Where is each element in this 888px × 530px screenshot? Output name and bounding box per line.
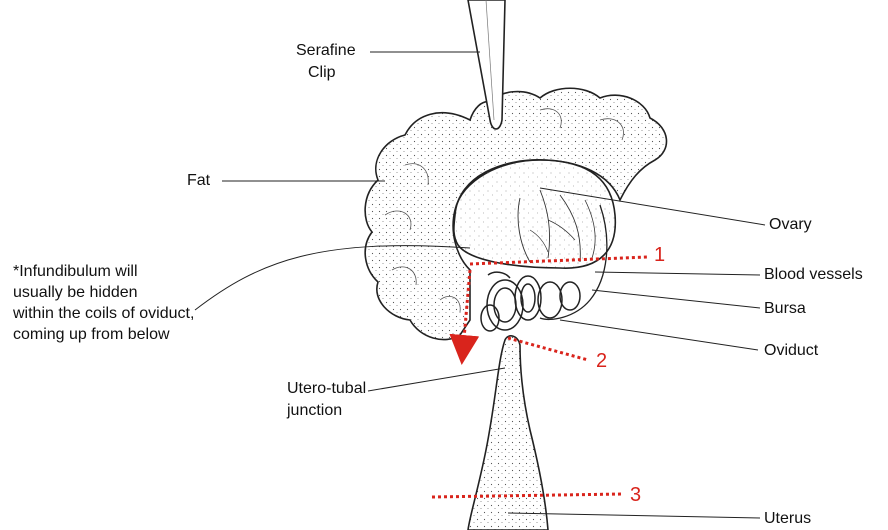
note-line-4: coming up from below xyxy=(13,324,194,345)
note-line-2: usually be hidden xyxy=(13,282,194,303)
blood-vessels-label: Blood vessels xyxy=(764,264,863,285)
oviduct-coils xyxy=(481,272,580,331)
note-line-3: within the coils of oviduct, xyxy=(13,303,194,324)
utero-tubal-label-2: junction xyxy=(287,400,342,421)
ovary xyxy=(454,160,615,268)
utero-tubal-label: Utero-tubal xyxy=(287,378,366,399)
uterus xyxy=(468,336,548,530)
clip-label-2: Clip xyxy=(308,62,336,83)
marker-2: 2 xyxy=(596,350,607,372)
ovary-label: Ovary xyxy=(769,214,812,235)
fat-label: Fat xyxy=(187,170,210,191)
bursa-label: Bursa xyxy=(764,298,806,319)
note-line-1: *Infundibulum will xyxy=(13,261,194,282)
marker-3: 3 xyxy=(630,484,641,506)
marker-1: 1 xyxy=(654,244,665,266)
uterus-label: Uterus xyxy=(764,508,811,529)
oviduct-label: Oviduct xyxy=(764,340,818,361)
clip-label: Serafine xyxy=(296,40,356,61)
infundibulum-note: *Infundibulum will usually be hidden wit… xyxy=(13,261,194,345)
